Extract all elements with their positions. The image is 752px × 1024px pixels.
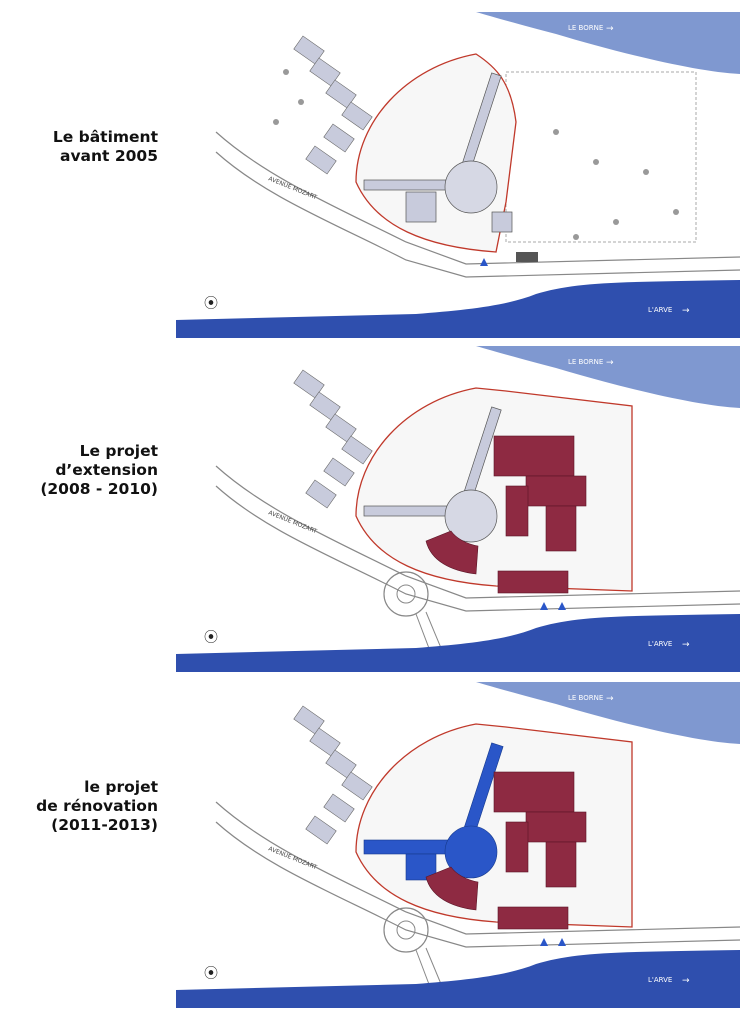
panel-label-extension: Le projet d’extension (2008 - 2010) [0, 442, 158, 499]
label-line: d’extension [55, 461, 158, 479]
label-line: (2008 - 2010) [40, 480, 158, 498]
extension-area [425, 435, 587, 594]
entrance-marker-icon [558, 938, 566, 946]
entrance-marker-icon [480, 258, 488, 266]
arrow-right-icon: → [682, 640, 690, 650]
site-plan-svg: LE BORNE → AVENUE MOZART [176, 682, 740, 1008]
river-arve [176, 614, 740, 672]
river-borne-label: LE BORNE [568, 358, 603, 366]
compass-icon: ⦿ [204, 966, 218, 982]
avenue-label: AVENUE MOZART [267, 509, 318, 535]
renovation-area [363, 742, 504, 881]
arrow-right-icon: → [606, 694, 614, 704]
label-line: Le bâtiment [52, 128, 158, 146]
river-arve-label: L'ARVE [648, 976, 672, 984]
panel-label-before: Le bâtiment avant 2005 [0, 128, 158, 166]
label-line: le projet [84, 778, 158, 796]
trees [273, 69, 679, 240]
avenue-line [215, 821, 740, 948]
label-line: avant 2005 [59, 147, 158, 165]
river-arve [176, 280, 740, 338]
avenue-label: AVENUE MOZART [267, 175, 318, 201]
site-plan-before: LE BORNE → AVENUE MOZART [176, 12, 740, 338]
river-arve-label: L'ARVE [648, 640, 672, 648]
site-plan-svg: LE BORNE → AVENUE MOZART [176, 12, 740, 338]
river-borne-label: LE BORNE [568, 24, 603, 32]
arrow-right-icon: → [606, 358, 614, 368]
avenue-line [215, 801, 740, 935]
site-plan-svg: LE BORNE → AVENUE MOZART [176, 346, 740, 672]
arrow-right-icon: → [682, 976, 690, 986]
river-arve [176, 950, 740, 1008]
arrow-right-icon: → [682, 306, 690, 316]
entrance-marker-icon [558, 602, 566, 610]
courtyard-outline [505, 71, 697, 243]
entrance-marker-icon [540, 938, 548, 946]
roundabout [383, 571, 429, 617]
extension-area [425, 771, 587, 930]
avenue-line [215, 465, 740, 599]
residential-blocks [293, 369, 373, 509]
river-borne [476, 682, 740, 744]
avenue-label: AVENUE MOZART [267, 845, 318, 871]
avenue-line [215, 151, 740, 278]
label-line: de rénovation [36, 797, 158, 815]
compass-icon: ⦿ [204, 296, 218, 312]
site-plan-extension: LE BORNE → AVENUE MOZART [176, 346, 740, 672]
river-borne [476, 12, 740, 74]
avenue-line [215, 485, 740, 612]
entrance-marker-icon [540, 602, 548, 610]
building-wings [363, 406, 502, 543]
annex-building [516, 252, 538, 262]
panel-label-renovation: le projet de rénovation (2011-2013) [0, 778, 158, 835]
river-borne-label: LE BORNE [568, 694, 603, 702]
compass-icon: ⦿ [204, 630, 218, 646]
roundabout-center [396, 920, 416, 940]
river-borne [476, 346, 740, 408]
avenue-line [215, 131, 740, 265]
river-arve-label: L'ARVE [648, 306, 672, 314]
residential-blocks [293, 705, 373, 845]
label-line: Le projet [79, 442, 158, 460]
roundabout-center [396, 584, 416, 604]
building-wings [363, 72, 513, 233]
site-plan-renovation: LE BORNE → AVENUE MOZART [176, 682, 740, 1008]
arrow-right-icon: → [606, 24, 614, 34]
roundabout [383, 907, 429, 953]
label-line: (2011-2013) [51, 816, 158, 834]
residential-blocks [293, 35, 373, 175]
